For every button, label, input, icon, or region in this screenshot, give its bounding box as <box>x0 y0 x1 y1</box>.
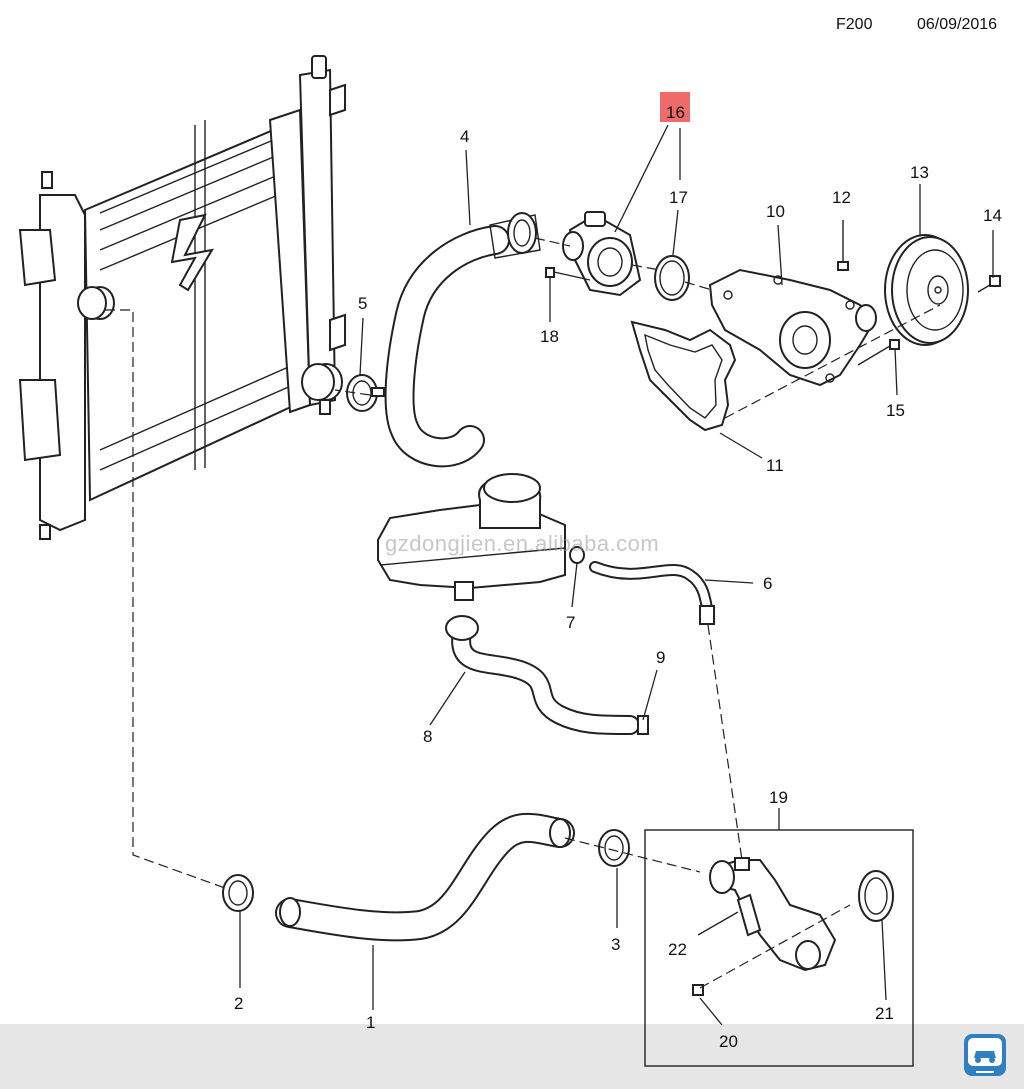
coolant-reservoir <box>377 473 566 601</box>
callout-16: 16 <box>666 103 685 122</box>
callout-highlight-16 <box>660 92 690 122</box>
callout-18: 18 <box>540 327 559 346</box>
hose-1 <box>275 812 575 942</box>
gasket-11 <box>630 320 737 432</box>
car-badge-icon <box>962 1032 1008 1078</box>
callout-8: 8 <box>423 727 432 746</box>
bolt-18 <box>545 267 591 281</box>
seal-17 <box>654 255 690 301</box>
radiator <box>18 55 346 540</box>
callout-6: 6 <box>763 574 772 593</box>
hose-8 <box>445 615 649 735</box>
callout-20: 20 <box>719 1032 738 1051</box>
callout-10: 10 <box>766 202 785 221</box>
callout-9: 9 <box>656 648 665 667</box>
figure-code: F200 <box>836 16 873 33</box>
seal-21 <box>858 870 894 922</box>
callout-19: 19 <box>769 788 788 807</box>
bolt-20 <box>692 984 704 996</box>
bolt-14 <box>977 275 1001 293</box>
clamp-2 <box>222 874 254 912</box>
bolt-15 <box>857 339 900 366</box>
callout-4: 4 <box>460 127 469 146</box>
clamp-5 <box>346 374 385 412</box>
assembly-lines <box>105 237 941 989</box>
callout-14: 14 <box>983 206 1002 225</box>
thermostat-housing-16 <box>562 211 642 297</box>
callout-3: 3 <box>611 935 620 954</box>
callout-1: 1 <box>366 1013 375 1032</box>
water-pump-10 <box>708 268 877 387</box>
footer-band <box>0 1024 1024 1089</box>
callout-2: 2 <box>234 994 243 1013</box>
bolt-12 <box>837 220 849 271</box>
callout-15: 15 <box>886 401 905 420</box>
callout-5: 5 <box>358 294 367 313</box>
callout-17: 17 <box>669 188 688 207</box>
clamp-3 <box>598 829 630 867</box>
callout-7: 7 <box>566 613 575 632</box>
outlet-housing-assembly <box>709 857 837 972</box>
callout-11: 11 <box>766 456 784 475</box>
leader-lines <box>239 124 994 1026</box>
callout-13: 13 <box>910 163 929 182</box>
callout-12: 12 <box>832 188 851 207</box>
callout-labels: 1 2 3 4 5 6 7 8 9 10 11 12 13 14 15 16 1… <box>234 103 1002 1051</box>
callout-21: 21 <box>875 1004 894 1023</box>
figure-date: 06/09/2016 <box>917 16 998 33</box>
hose-6 <box>569 546 715 625</box>
watermark-text: gzdongjien.en.alibaba.com <box>385 531 660 556</box>
pulley-13 <box>884 234 969 346</box>
callout-22: 22 <box>668 940 687 959</box>
hose-4 <box>384 212 541 468</box>
